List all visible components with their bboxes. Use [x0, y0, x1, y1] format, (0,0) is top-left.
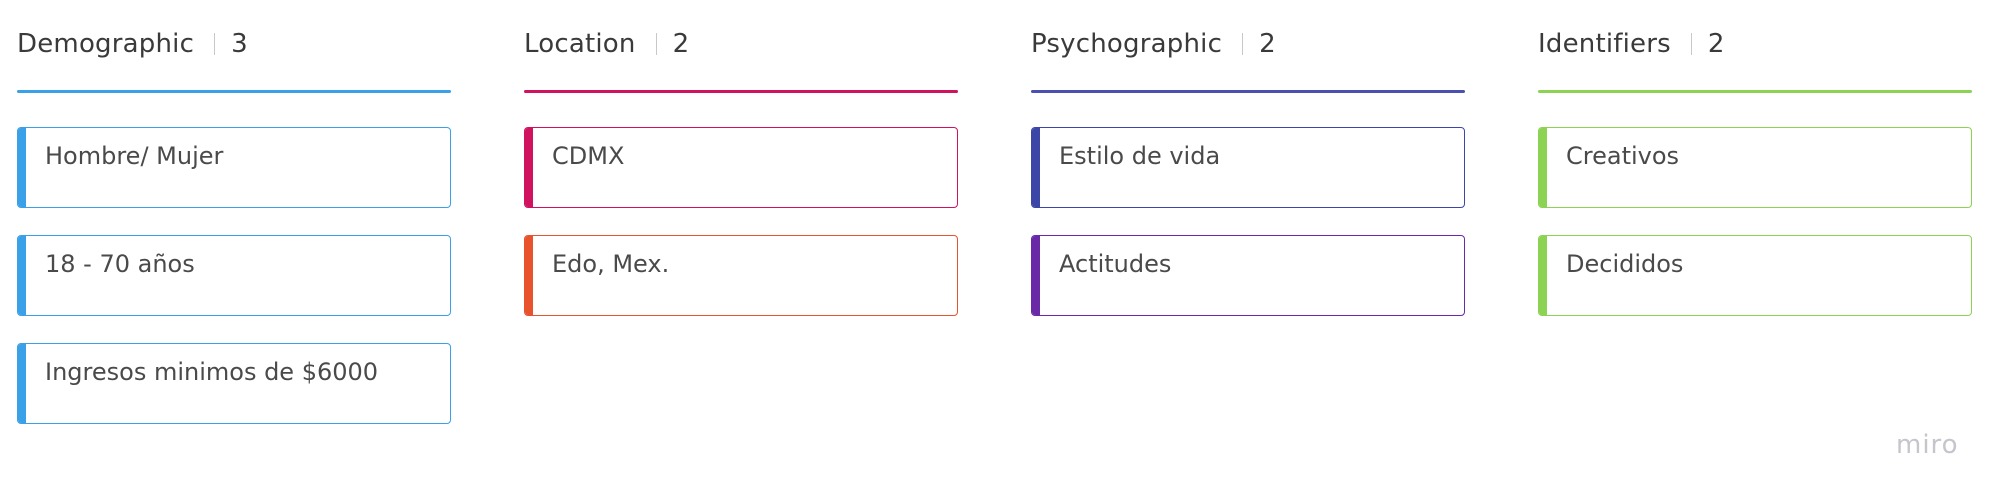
card-color-bar [1539, 236, 1547, 315]
column-underline [1538, 90, 1972, 93]
column-underline [17, 90, 451, 93]
column-title: Psychographic [1031, 29, 1223, 59]
card-color-bar [525, 236, 533, 315]
column-underline [524, 90, 958, 93]
card[interactable]: Actitudes [1031, 235, 1465, 316]
column-count: 2 [1707, 29, 1725, 59]
column-title: Location [524, 29, 636, 59]
card-color-bar [1539, 128, 1547, 207]
column-count: 2 [672, 29, 690, 59]
header-divider [655, 33, 657, 55]
card-text: Hombre/ Mujer [45, 142, 224, 170]
card[interactable]: Creativos [1538, 127, 1972, 208]
column-header: Identifiers 2 [1538, 25, 1724, 63]
card-color-bar [18, 128, 26, 207]
header-divider [1690, 33, 1692, 55]
card[interactable]: Ingresos minimos de $6000 [17, 343, 451, 424]
header-divider [1242, 33, 1244, 55]
column-header: Psychographic 2 [1031, 25, 1276, 63]
card-color-bar [18, 236, 26, 315]
card[interactable]: Hombre/ Mujer [17, 127, 451, 208]
card-color-bar [525, 128, 533, 207]
column-header: Demographic 3 [17, 25, 248, 63]
card-text: Actitudes [1059, 250, 1172, 278]
column-count: 3 [231, 29, 248, 59]
card-text: CDMX [552, 142, 625, 170]
card[interactable]: 18 - 70 años [17, 235, 451, 316]
column-header: Location 2 [524, 25, 689, 63]
header-divider [214, 33, 216, 55]
card-text: Estilo de vida [1059, 142, 1221, 170]
card-text: Edo, Mex. [552, 250, 670, 278]
column-title: Demographic [17, 29, 195, 59]
card-text: Decididos [1566, 250, 1684, 278]
card[interactable]: Estilo de vida [1031, 127, 1465, 208]
column-count: 2 [1259, 29, 1276, 59]
card-color-bar [1032, 128, 1040, 207]
card-text: 18 - 70 años [45, 250, 195, 278]
card-color-bar [1032, 236, 1040, 315]
card[interactable]: CDMX [524, 127, 958, 208]
card[interactable]: Decididos [1538, 235, 1972, 316]
card-text: Ingresos minimos de $6000 [45, 358, 379, 386]
miro-logo: miro [1896, 430, 1959, 460]
column-title: Identifiers [1538, 29, 1671, 59]
column-underline [1031, 90, 1465, 93]
card[interactable]: Edo, Mex. [524, 235, 958, 316]
card-color-bar [18, 344, 26, 423]
card-text: Creativos [1566, 142, 1680, 170]
